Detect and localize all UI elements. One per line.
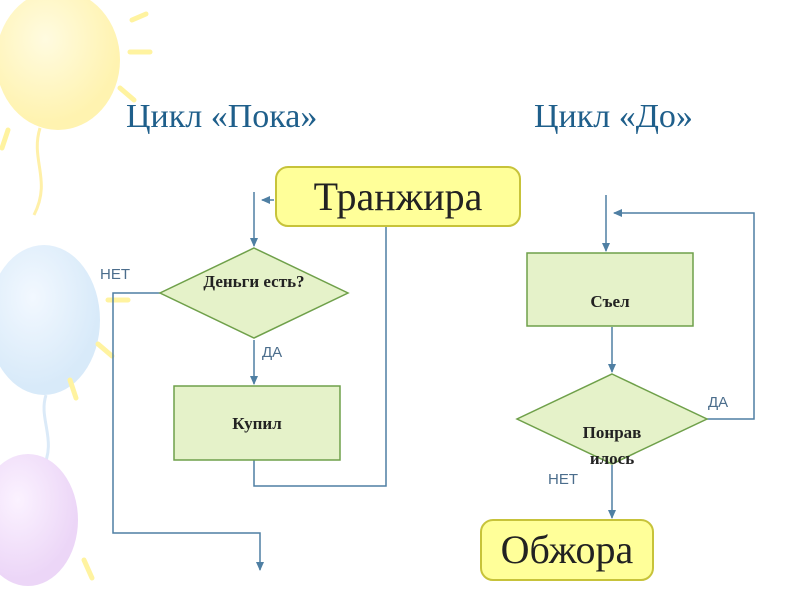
repeat-yes-line bbox=[613, 209, 755, 420]
end-terminal-label: Обжора bbox=[500, 527, 634, 572]
while-process-label: Купил bbox=[232, 414, 282, 433]
while-process-box bbox=[173, 385, 341, 461]
while-no-label: НЕТ bbox=[100, 266, 130, 283]
while-yes-label: ДА bbox=[262, 344, 283, 361]
until-condition-line2: илось bbox=[589, 449, 635, 468]
until-yes-label: ДА bbox=[708, 394, 729, 411]
until-condition-diamond bbox=[515, 373, 709, 465]
balloon-purple bbox=[0, 454, 78, 586]
start-terminal-shape bbox=[275, 166, 521, 227]
start-terminal-label: Транжира bbox=[313, 174, 483, 219]
until-process-label: Съел bbox=[590, 292, 630, 311]
exit-no-line bbox=[112, 292, 264, 571]
while-condition-text: Деньги есть? bbox=[203, 272, 305, 291]
until-condition-line1: Понрав bbox=[582, 423, 642, 442]
while-condition-diamond bbox=[158, 247, 350, 339]
end-terminal-shape bbox=[480, 519, 654, 581]
balloon-blue bbox=[0, 245, 100, 395]
balloon-yellow bbox=[0, 0, 120, 130]
until-loop-title: Цикл «До» bbox=[534, 98, 693, 135]
until-no-label: НЕТ bbox=[548, 471, 578, 488]
until-process-box bbox=[526, 252, 694, 327]
while-loop-title: Цикл «Пока» bbox=[126, 98, 318, 135]
